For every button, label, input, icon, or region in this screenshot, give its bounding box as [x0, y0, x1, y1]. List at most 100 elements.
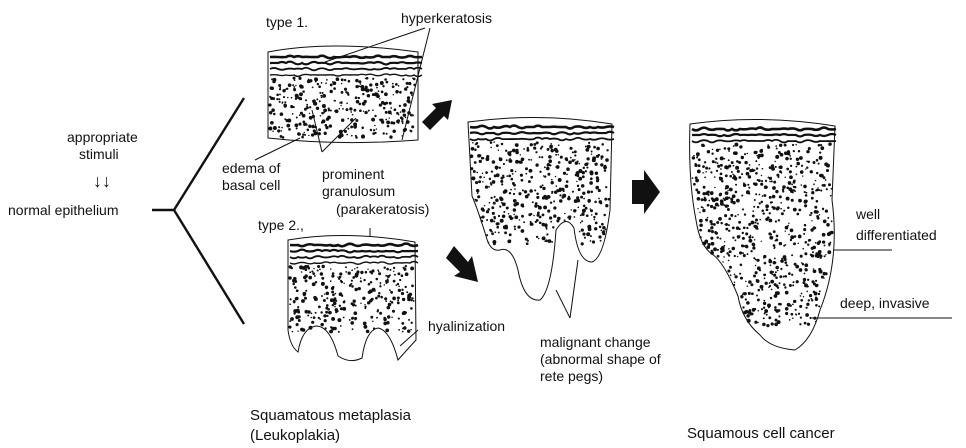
cell-dot [724, 241, 725, 242]
cell-dot [825, 179, 827, 181]
cell-dot [404, 299, 405, 300]
cell-dot [308, 276, 312, 280]
cell-dot [779, 144, 782, 147]
cell-dot [392, 83, 394, 85]
cell-dot [312, 272, 315, 275]
cell-dot [815, 254, 818, 257]
malignant-label-line1: malignant change [540, 334, 651, 350]
cell-dot [734, 275, 737, 278]
cell-dot [311, 321, 314, 324]
cell-dot [723, 256, 725, 258]
cell-dot [815, 304, 818, 307]
cell-dot [800, 316, 802, 318]
cell-dot [510, 189, 512, 191]
cell-dot [723, 198, 725, 200]
cell-dot [482, 215, 485, 218]
cell-dot [714, 187, 715, 188]
cell-dot [297, 330, 298, 331]
cell-dot [725, 223, 728, 226]
cell-dot [806, 161, 808, 163]
cell-dot [360, 83, 362, 85]
cell-dot [779, 275, 782, 278]
cell-dot [696, 152, 700, 156]
cell-dot [384, 297, 387, 300]
cell-dot [775, 190, 778, 193]
cell-dot [595, 222, 598, 225]
cell-dot [309, 79, 312, 82]
cell-dot [508, 174, 511, 177]
cell-dot [470, 167, 473, 170]
cell-dot [364, 304, 366, 306]
cell-dot [499, 206, 501, 208]
cell-dot [579, 231, 581, 233]
cell-dot [581, 229, 584, 232]
cell-dot [544, 175, 546, 177]
cell-dot [339, 276, 342, 279]
cell-dot [745, 310, 749, 314]
cell-dot [321, 277, 324, 280]
cell-dot [791, 254, 793, 256]
cell-dot [488, 186, 490, 188]
cell-dot [306, 106, 308, 108]
cell-dot [796, 174, 798, 176]
cell-dot [518, 192, 521, 195]
cell-dot [819, 156, 823, 160]
cell-dot [383, 322, 387, 326]
cell-dot [482, 209, 485, 212]
cell-dot [339, 305, 341, 307]
cell-dot [793, 150, 795, 152]
cell-dot [341, 78, 344, 81]
cell-dot [316, 98, 318, 100]
cell-dot [605, 158, 609, 162]
cell-dot [705, 171, 707, 173]
cell-dot [508, 159, 510, 161]
cell-dot [578, 163, 580, 165]
cell-dot [785, 291, 789, 295]
cell-dot [745, 298, 747, 300]
cell-dot [764, 309, 767, 312]
cell-dot [739, 235, 741, 237]
cell-dot [711, 230, 714, 233]
cell-dot [332, 81, 334, 83]
cell-dot [761, 209, 764, 212]
cell-dot [568, 160, 572, 164]
cell-dot [578, 188, 581, 191]
cell-dot [771, 289, 773, 291]
cell-dot [763, 212, 765, 214]
cell-dot [744, 213, 746, 215]
cell-dot [374, 125, 375, 126]
cell-dot [345, 271, 347, 273]
cell-dot [727, 147, 730, 150]
cell-dot [699, 219, 703, 223]
cell-dot [403, 113, 406, 116]
cell-dot [470, 154, 474, 158]
cell-dot [727, 208, 730, 211]
cell-dot [309, 113, 310, 114]
cell-dot [292, 113, 294, 115]
cell-dot [545, 227, 547, 229]
cell-dot [821, 184, 823, 186]
cell-dot [553, 200, 555, 202]
cell-dot [693, 155, 695, 157]
cell-dot [377, 295, 380, 298]
cell-dot [776, 148, 778, 150]
cell-dot [374, 290, 376, 292]
cell-dot [551, 181, 554, 184]
cell-dot [757, 206, 759, 208]
cell-dot [298, 319, 301, 322]
cell-dot [800, 295, 802, 297]
cell-dot [592, 240, 595, 243]
cell-dot [513, 199, 517, 203]
cell-dot [286, 119, 289, 122]
cell-dot [553, 206, 556, 209]
cell-dot [802, 281, 805, 284]
cell-dot [369, 83, 372, 86]
cell-dot [482, 181, 483, 182]
cell-dot [271, 108, 275, 112]
cell-dot [819, 174, 822, 177]
cell-dot [386, 81, 389, 84]
cell-dot [774, 294, 778, 298]
cell-dot [369, 271, 372, 274]
cell-dot [291, 97, 293, 99]
cell-dot [478, 180, 481, 183]
